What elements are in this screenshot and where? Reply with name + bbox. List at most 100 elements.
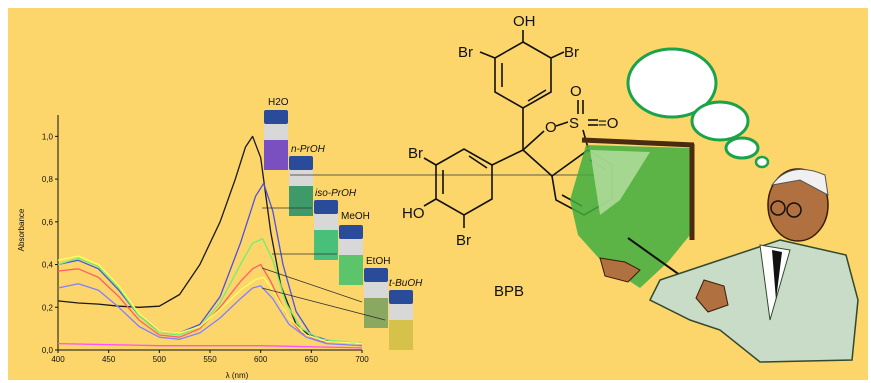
- vial-5: [364, 268, 388, 328]
- top-phenol-ring: [494, 41, 552, 109]
- y-tick-label: 0,4: [42, 261, 54, 270]
- arrow-etoh: [261, 267, 363, 303]
- top-oh-label: OH: [513, 13, 536, 30]
- glasses-right: [786, 202, 802, 218]
- top-br-right-bond: [550, 51, 565, 59]
- vial-glass: [364, 282, 388, 298]
- top-ring-double-bond-2: [527, 89, 547, 102]
- vial-label-t-buoh-text: t-BuOH: [389, 278, 423, 289]
- board-top-frame: [581, 137, 695, 148]
- solvent-vial-strip: [264, 110, 413, 350]
- series-layer: [57, 135, 363, 349]
- y-tick-label: 0,6: [42, 218, 54, 227]
- vial-1: [264, 110, 288, 170]
- central-to-o-bond: [522, 130, 545, 151]
- vial-glass: [314, 214, 338, 230]
- board-highlight: [590, 150, 650, 215]
- thought-bubble-small: [724, 136, 760, 160]
- vial-liquid: [364, 298, 388, 328]
- vial-liquid: [339, 255, 363, 285]
- sulfone-o-top-label: O: [570, 83, 582, 100]
- series-line-s2: [57, 182, 363, 345]
- vial-cap: [364, 268, 388, 282]
- vial-cap: [389, 290, 413, 304]
- thought-bubble-large: [626, 47, 718, 119]
- left-ring-double-bond-2: [468, 155, 488, 169]
- left-br-top-bond: [423, 157, 437, 166]
- br-top-right: Br: [564, 44, 579, 61]
- thought-bubble-tiny: [754, 155, 770, 169]
- vial-label-meoh: MeOH: [341, 211, 370, 222]
- vial-label-iso-proh-text: iso-PrOH: [315, 188, 357, 199]
- x-tick-label: 500: [153, 355, 167, 364]
- glasses-left: [770, 200, 786, 216]
- teacher-hair: [770, 168, 829, 196]
- teacher-right-hand: [695, 279, 729, 313]
- central-to-left-bond: [491, 149, 524, 166]
- series-line-s7: [57, 342, 363, 349]
- vial-glass: [389, 304, 413, 320]
- vial-liquid: [389, 320, 413, 350]
- y-tick-group: 0,0 0,2 0,4 0,6 0,8 1,0: [42, 132, 58, 355]
- vial-glass: [289, 170, 313, 186]
- vial-cap: [264, 110, 288, 124]
- x-tick-label: 450: [102, 355, 116, 364]
- x-tick-label: 400: [51, 355, 65, 364]
- br-left-bottom: Br: [456, 232, 471, 249]
- x-tick-label: 600: [254, 355, 268, 364]
- x-tick-label: 550: [203, 355, 217, 364]
- y-tick-label: 0,8: [42, 175, 54, 184]
- bpb-name-label: BPB: [494, 283, 524, 300]
- x-tick-group: 400 450 500 550 600 650 700: [51, 350, 369, 364]
- left-oh-bond: [423, 198, 437, 207]
- central-to-right-bond: [522, 149, 553, 177]
- vial-6: [389, 290, 413, 350]
- y-tick-label: 0,2: [42, 303, 54, 312]
- vial-label-n-proh-text: n-PrOH: [291, 144, 326, 155]
- vial-liquid: [264, 140, 288, 170]
- vial-label-etoh: EtOH: [366, 256, 390, 267]
- vial-glass: [264, 124, 288, 140]
- teacher-jacket: [648, 239, 859, 363]
- x-tick-label: 650: [305, 355, 319, 364]
- vial-glass: [339, 239, 363, 255]
- x-tick-label: 700: [355, 355, 369, 364]
- y-tick-label: 0,0: [42, 346, 54, 355]
- series-line-s5: [57, 283, 363, 347]
- teacher-tie: [772, 250, 782, 300]
- sulfone-o-right-label: =O: [598, 115, 618, 132]
- vial-cap: [289, 156, 313, 170]
- vial-label-h2o-text: H2O: [268, 97, 289, 108]
- teacher-clipart: [570, 47, 859, 363]
- vial-label-h2o: H2O: [268, 97, 289, 108]
- vial-cap: [339, 225, 363, 239]
- vial-label-meoh-text: MeOH: [341, 211, 370, 222]
- vial-3: [314, 200, 338, 260]
- y-tick-label: 1,0: [42, 132, 54, 141]
- br-left-top: Br: [408, 145, 423, 162]
- arrow-t-buoh: [261, 287, 386, 321]
- vial-2: [289, 156, 313, 216]
- br-top-left: Br: [458, 44, 473, 61]
- vial-label-t-buoh: t-BuOH: [389, 278, 423, 289]
- vial-label-etoh-text: EtOH: [366, 256, 390, 267]
- left-ho-label: HO: [402, 205, 425, 222]
- vial-label-n-proh: n-PrOH: [291, 144, 326, 155]
- vial-cap: [314, 200, 338, 214]
- absorbance-chart: 400 450 500 550 600 650 700 0,0 0,2 0,4 0,6 0,8 1,0…: [17, 115, 369, 380]
- x-axis-label: λ (nm): [226, 371, 249, 380]
- left-phenol-ring: [435, 148, 493, 216]
- vial-liquid: [289, 186, 313, 216]
- y-axis-label: Absorbance: [17, 208, 26, 251]
- bpb-atom-labels: OH Br Br Br HO Br O S O =O BPB: [402, 13, 618, 300]
- teacher-left-hand: [599, 257, 641, 283]
- vial-pointer-arrows: [261, 174, 600, 321]
- ring-o-label: O: [545, 119, 557, 136]
- vial-label-iso-proh: iso-PrOH: [315, 188, 357, 199]
- o-to-s-bond: [555, 121, 569, 127]
- series-line-s4: [57, 238, 363, 345]
- thought-bubble-medium: [690, 100, 750, 142]
- vial-4: [339, 225, 363, 285]
